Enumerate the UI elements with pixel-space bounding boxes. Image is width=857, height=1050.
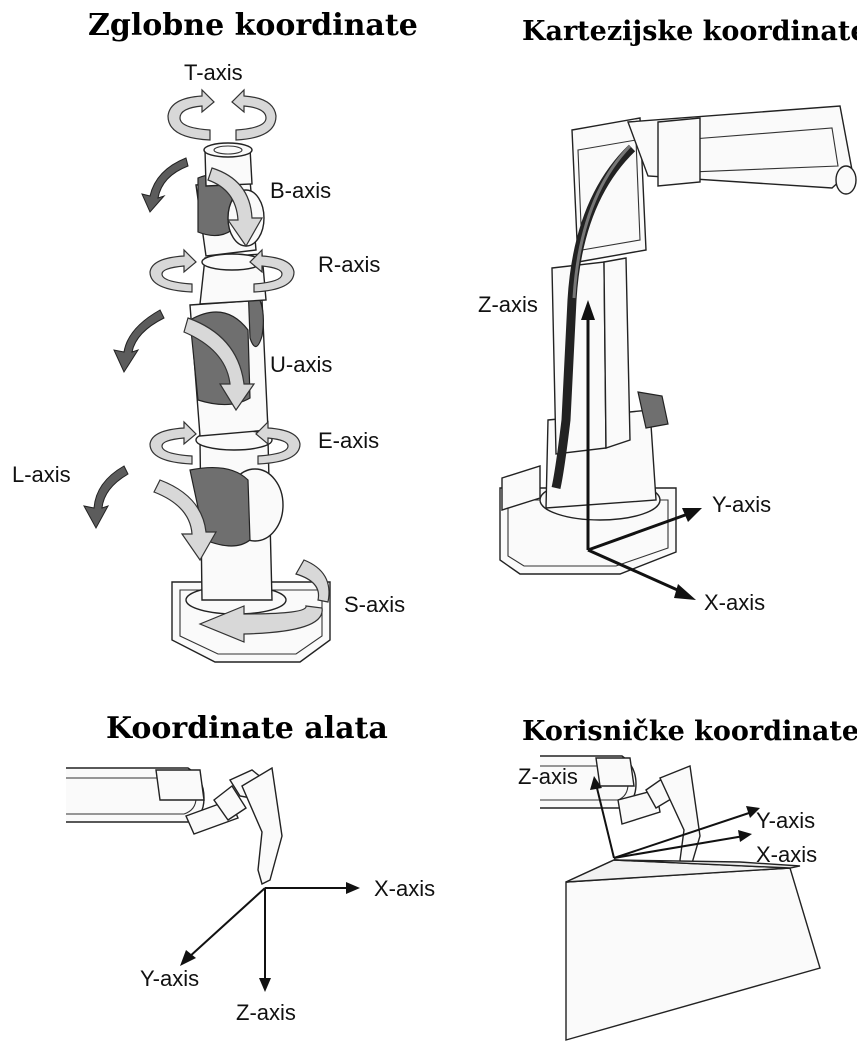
user-y-axis-label: Y-axis	[756, 808, 815, 833]
joint-motion-arrows	[84, 158, 188, 528]
e-axis-label: E-axis	[318, 428, 379, 453]
user-z-axis-label: Z-axis	[518, 764, 578, 789]
tool-axis-labels: X-axis Y-axis Z-axis	[140, 876, 435, 1025]
tool-x-axis-label: X-axis	[374, 876, 435, 901]
s-axis-label: S-axis	[344, 592, 405, 617]
user-x-axis-label: X-axis	[756, 842, 817, 867]
u-axis-label: U-axis	[270, 352, 332, 377]
b-axis-label: B-axis	[270, 178, 331, 203]
cartesian-y-axis-label: Y-axis	[712, 492, 771, 517]
user-workpiece-block	[566, 860, 820, 1040]
cartesian-x-axis-label: X-axis	[704, 590, 765, 615]
tool-axes	[180, 882, 360, 992]
user-x-axis-arrow	[614, 836, 744, 858]
tool-z-axis-label: Z-axis	[236, 1000, 296, 1025]
tool-y-axis-label: Y-axis	[140, 966, 199, 991]
r-axis-label: R-axis	[318, 252, 380, 277]
cartesian-z-axis-label: Z-axis	[478, 292, 538, 317]
l-axis-label: L-axis	[12, 462, 71, 487]
tool-y-axis-arrow	[188, 888, 265, 958]
cartesian-robot-drawing	[500, 106, 856, 574]
tool-robot-drawing	[66, 768, 282, 884]
t-axis-label: T-axis	[184, 60, 243, 85]
